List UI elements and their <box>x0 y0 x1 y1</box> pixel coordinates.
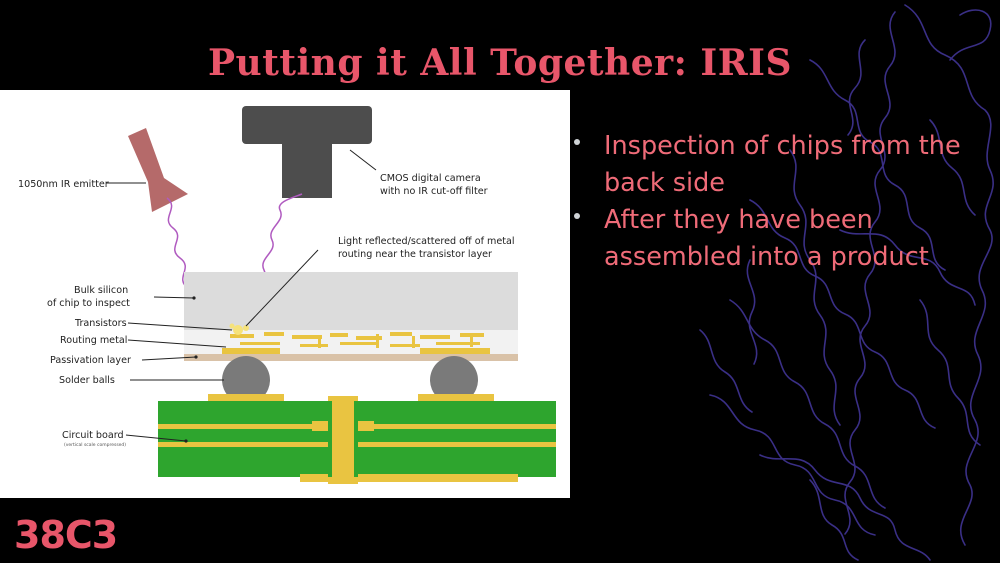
bullet-item: After they have been assembled into a pr… <box>574 202 994 276</box>
slide-title: Putting it All Together: IRIS <box>207 42 793 84</box>
label-circuit-board: Circuit board <box>62 430 124 441</box>
38c3-logo: 38C3 <box>14 515 118 555</box>
transistors-glow <box>229 323 249 335</box>
label-camera-line1: CMOS digital camera <box>380 173 481 184</box>
label-reflected-line2: routing near the transistor layer <box>338 249 492 260</box>
decorative-squiggle <box>699 4 994 561</box>
label-passivation-layer: Passivation layer <box>50 355 131 366</box>
label-board-note: (vertical scale compressed) <box>64 442 126 448</box>
label-ir-emitter: 1050nm IR emitter <box>18 179 109 190</box>
passivation-layer <box>184 354 518 361</box>
iris-diagram: 1050nm IR emitter CMOS digital camera wi… <box>0 90 570 498</box>
label-solder-balls: Solder balls <box>59 375 115 386</box>
bullet-dot-icon <box>574 213 580 219</box>
label-bulk-silicon-line2: of chip to inspect <box>47 298 130 309</box>
bullet-dot-icon <box>574 139 580 145</box>
camera-icon <box>242 106 372 198</box>
bullet-item: Inspection of chips from the back side <box>574 128 994 202</box>
ir-emitter-icon <box>128 128 188 212</box>
solder-ball-right <box>430 356 478 404</box>
label-routing-metal: Routing metal <box>60 335 127 346</box>
label-camera-line2: with no IR cut-off filter <box>380 186 488 197</box>
routing-metal <box>222 332 490 354</box>
solder-ball-left <box>222 356 270 404</box>
label-transistors: Transistors <box>74 318 127 329</box>
label-bulk-silicon-line1: Bulk silicon <box>74 285 128 296</box>
circuit-board <box>158 394 556 484</box>
label-reflected-line1: Light reflected/scattered off of metal <box>338 236 515 247</box>
svg-text:38C3: 38C3 <box>14 515 117 555</box>
bullet-list: Inspection of chips from the back side A… <box>574 128 994 276</box>
bulk-silicon <box>184 272 518 330</box>
